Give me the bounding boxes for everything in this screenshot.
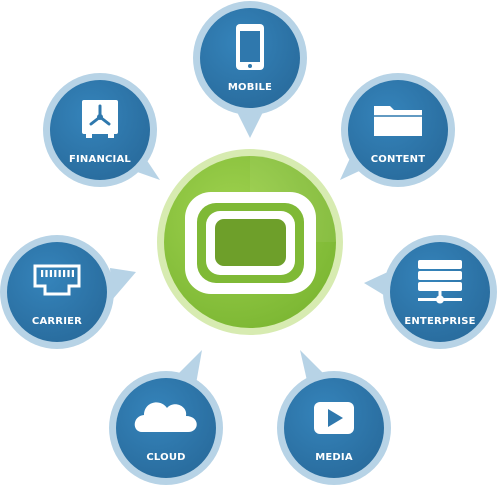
node-cloud: CLOUD: [109, 350, 223, 485]
server-icon: [418, 260, 462, 304]
bubble-tail: [110, 268, 136, 300]
bubble-body: [7, 242, 107, 342]
play-button-icon: [314, 402, 354, 434]
node-label-mobile: MOBILE: [228, 82, 272, 93]
hub-logo-icon: [185, 192, 316, 294]
node-carrier: CARRIER: [0, 235, 136, 349]
node-enterprise: ENTERPRISE: [364, 235, 497, 349]
node-label-enterprise: ENTERPRISE: [404, 316, 475, 327]
node-label-carrier: CARRIER: [32, 316, 82, 327]
node-label-media: MEDIA: [315, 452, 353, 463]
node-label-cloud: CLOUD: [146, 452, 185, 463]
node-financial: FINANCIAL: [43, 73, 160, 187]
cloud-icon: [134, 402, 197, 432]
node-mobile: MOBILE: [193, 1, 307, 138]
node-label-financial: FINANCIAL: [69, 154, 131, 165]
vault-icon: [82, 100, 118, 138]
folder-icon: [374, 106, 422, 136]
network-port-icon: [33, 264, 81, 296]
bubble-tail: [236, 110, 264, 138]
smartphone-icon: [236, 24, 264, 70]
central-hub: [157, 149, 343, 335]
node-media: MEDIA: [277, 350, 391, 485]
node-label-content: CONTENT: [371, 154, 425, 165]
node-content: CONTENT: [340, 73, 455, 187]
